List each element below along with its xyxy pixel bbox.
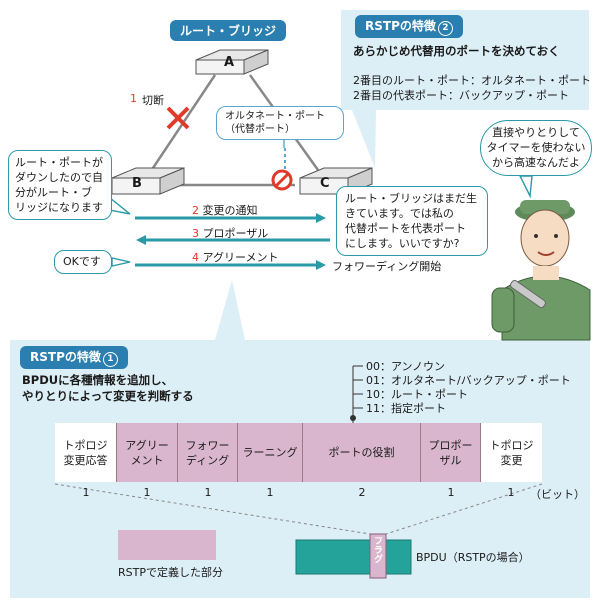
feature1-header-num: 1 [102,352,118,367]
bridge-b-label: B [132,176,142,191]
legend-rstp-swatch [118,530,216,560]
bpdu-bar [295,539,412,575]
bits-unit: （ビット） [530,488,585,501]
bridge-b [111,167,185,195]
bubble-b-tail [109,196,131,215]
cut-label: 切断 [142,94,164,107]
bubble-ok: OKです [54,250,112,274]
feature1-header-text: RSTPの特徴 [30,350,101,364]
bubble-bridge-b: ルート・ポートが ダウンしたので自 分がルート・ブ リッジになります [8,150,112,220]
msg-text: アグリーメント [202,251,279,264]
bridge-a-label: A [224,55,235,70]
field-tc-ack: トポロジ 変更応答 [55,423,117,482]
flag-label: フラグ [372,536,382,563]
arrow-proposal [136,235,330,245]
bits-tc: 1 [507,486,515,499]
bubble-bridge-c: ルート・ブリッジはまだ生 きています。では私の 代替ポートを代表ポート にします… [336,186,488,256]
forwarding-start-label: フォワーディング開始 [332,260,442,273]
cut-x-icon [166,106,190,130]
bits-learning: 1 [266,486,274,499]
msg-text: 変更の通知 [202,204,258,217]
legend-rstp-label: RSTPで定義した部分 [118,566,223,579]
engineer-illustration [491,200,591,341]
bits-agreement: 1 [143,486,151,499]
bpdu-flag-segment [369,533,387,579]
bits-proposal: 1 [447,486,455,499]
field-proposal: プロポー ザル [421,423,481,482]
feature2-header-text: RSTPの特徴 [365,19,436,33]
bubble-ok-tail [111,257,131,267]
link-a-b [143,74,217,181]
feature2-subtitle: あらかじめ代替用のポートを決めておく [353,44,560,58]
bridge-a [195,49,269,75]
feature2-line2: 2番目の代表ポート：バックアップ・ポート [353,89,569,102]
blocked-port-icon [271,169,293,191]
bubble-engineer: 直接やりとりして タイマーを使わない から高速なんだよ [480,120,592,176]
bubble-person-tail [518,175,533,199]
root-bridge-title: ルート・ブリッジ [170,20,287,41]
code-11: 11：指定ポート [366,402,446,415]
wrench-icon [510,279,546,309]
code-10: 10：ルート・ポート [366,388,468,401]
feature2-line1: 2番目のルート・ポート：オルタネート・ポート [353,74,591,87]
alt-port-bubble: オルタネート・ポート （代替ポート） [216,106,344,140]
bpdu-label: BPDU（RSTPの場合） [416,551,530,564]
bits-port-role: 2 [358,486,366,499]
msg-change-notify: 2 変更の通知 [192,202,258,218]
field-learning: ラーニング [238,423,303,482]
msg-proposal: 3 プロポーザル [192,225,268,241]
msg-text: プロポーザル [202,227,269,240]
code-01: 01：オルタネート/バックアップ・ポート [366,374,571,387]
guide-left [54,483,371,535]
feature2-pointer [352,110,376,168]
field-tc: トポロジ 変更 [481,423,542,482]
bits-tc-ack: 1 [82,486,90,499]
port-role-bracket [350,365,363,423]
bridge-c-label: C [320,176,330,191]
msg-step-num: 3 [192,227,199,240]
arrow-change-notify [135,213,326,223]
msg-step-num: 2 [192,204,199,217]
msg-step-num: 4 [192,251,199,264]
field-port-role: ポートの役割 [303,423,421,482]
bits-forwarding: 1 [204,486,212,499]
feature2-header-num: 2 [437,21,453,36]
field-agreement: アグリー メント [117,423,178,482]
panel-connector [215,280,245,340]
msg-agreement: 4 アグリーメント [192,249,279,265]
feature1-subtitle: BPDUに各種情報を追加し、 やりとりによって変更を判断する [22,373,194,403]
field-forwarding: フォワー ディング [178,423,238,482]
arrow-agreement [135,260,326,270]
step1-number: 1 [130,92,137,105]
code-00: 00：アンノウン [366,360,446,373]
